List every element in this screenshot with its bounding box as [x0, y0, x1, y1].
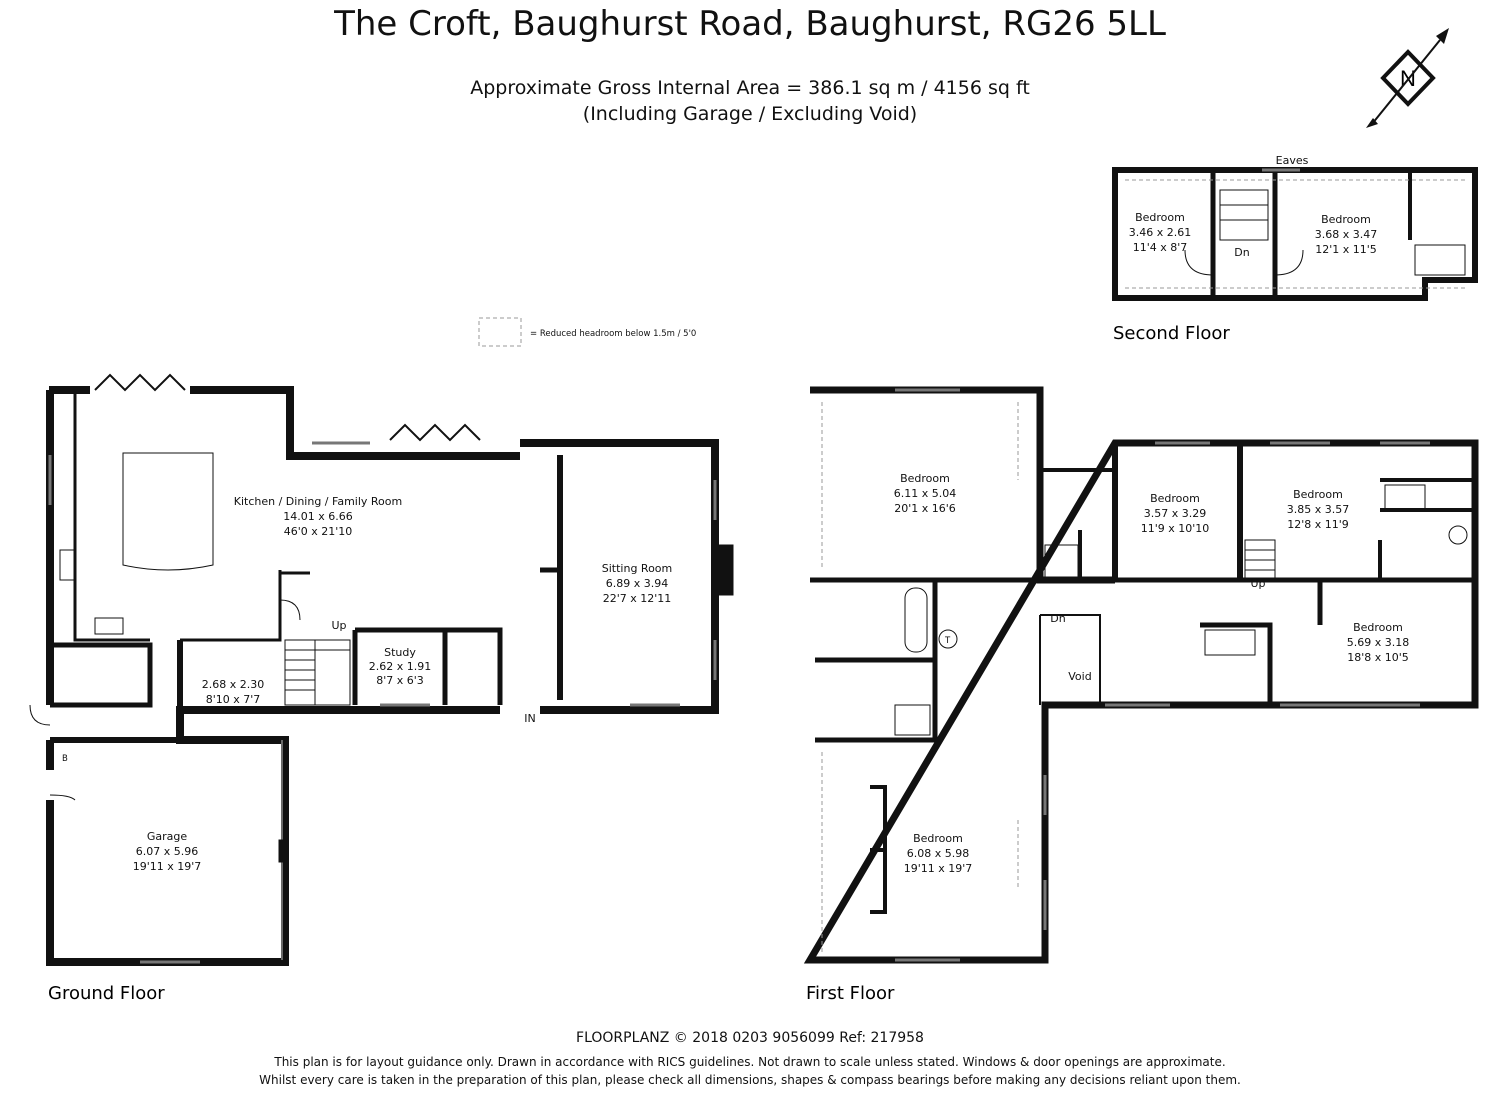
- second-floor-label: Second Floor: [1113, 323, 1230, 344]
- disclaimer-line-1: This plan is for layout guidance only. D…: [274, 1055, 1226, 1069]
- headroom-legend: = Reduced headroom below 1.5m / 5'0: [478, 317, 696, 347]
- sitting-metric: 6.89 x 3.94: [606, 577, 669, 590]
- bed3-metric: 3.85 x 3.57: [1287, 503, 1350, 516]
- stairs-down-first: Dn: [1050, 612, 1065, 625]
- boiler-label: B: [62, 754, 68, 764]
- sitting-name: Sitting Room: [602, 562, 673, 575]
- study-name: Study: [384, 646, 416, 659]
- first-floor-plan: [803, 386, 1479, 964]
- bed7-name: Bedroom: [1321, 213, 1371, 226]
- ground-floor-label: Ground Floor: [48, 983, 165, 1004]
- study-metric: 2.62 x 1.91: [369, 660, 432, 673]
- bed5-imperial: 19'11 x 19'7: [904, 862, 973, 875]
- stairs-down-second: Dn: [1234, 246, 1249, 259]
- second-floor-plan: [1112, 167, 1478, 301]
- tank-label: T: [944, 636, 951, 646]
- bed7-metric: 3.68 x 3.47: [1315, 228, 1378, 241]
- bed3-imperial: 12'8 x 11'9: [1287, 518, 1349, 531]
- bed5-name: Bedroom: [913, 832, 963, 845]
- bed2-imperial: 11'9 x 10'10: [1141, 522, 1210, 535]
- page-title: The Croft, Baughurst Road, Baughurst, RG…: [334, 4, 1166, 44]
- kitchen-imperial: 46'0 x 21'10: [284, 525, 353, 538]
- ground-floor-plan: [29, 373, 734, 966]
- bed1-name: Bedroom: [900, 472, 950, 485]
- legend-text: = Reduced headroom below 1.5m / 5'0: [530, 329, 696, 339]
- bed1-metric: 6.11 x 5.04: [894, 487, 957, 500]
- kitchen-metric: 14.01 x 6.66: [283, 510, 353, 523]
- stairs-up-first: Up: [1250, 577, 1265, 590]
- garage-imperial: 19'11 x 19'7: [133, 860, 202, 873]
- garage-name: Garage: [147, 830, 188, 843]
- bed4-imperial: 18'8 x 10'5: [1347, 651, 1409, 664]
- bed6-name: Bedroom: [1135, 211, 1185, 224]
- kitchen-name: Kitchen / Dining / Family Room: [234, 495, 402, 508]
- bed6-metric: 3.46 x 2.61: [1129, 226, 1192, 239]
- utility-metric: 2.68 x 2.30: [202, 678, 265, 691]
- bed6-imperial: 11'4 x 8'7: [1133, 241, 1188, 254]
- gross-area-text: Approximate Gross Internal Area = 386.1 …: [470, 77, 1030, 99]
- void-label: Void: [1068, 670, 1091, 683]
- bed4-name: Bedroom: [1353, 621, 1403, 634]
- bed4-metric: 5.69 x 3.18: [1347, 636, 1410, 649]
- bed5-metric: 6.08 x 5.98: [907, 847, 970, 860]
- bed2-name: Bedroom: [1150, 492, 1200, 505]
- gross-area-note: (Including Garage / Excluding Void): [582, 103, 918, 125]
- garage-metric: 6.07 x 5.96: [136, 845, 199, 858]
- company-footer: FLOORPLANZ © 2018 0203 9056099 Ref: 2179…: [576, 1030, 924, 1046]
- bed2-metric: 3.57 x 3.29: [1144, 507, 1207, 520]
- first-floor-label: First Floor: [806, 983, 895, 1004]
- eaves-label: Eaves: [1276, 154, 1309, 167]
- entrance-label: IN: [524, 712, 535, 725]
- disclaimer-line-2: Whilst every care is taken in the prepar…: [259, 1073, 1241, 1087]
- sitting-imperial: 22'7 x 12'11: [603, 592, 672, 605]
- study-imperial: 8'7 x 6'3: [376, 674, 424, 687]
- bed1-imperial: 20'1 x 16'6: [894, 502, 956, 515]
- north-compass-icon: N: [1366, 28, 1449, 128]
- stairs-up-ground: Up: [331, 619, 346, 632]
- bed3-name: Bedroom: [1293, 488, 1343, 501]
- room-labels: Kitchen / Dining / Family Room 14.01 x 6…: [62, 154, 1409, 875]
- bed7-imperial: 12'1 x 11'5: [1315, 243, 1377, 256]
- utility-imperial: 8'10 x 7'7: [206, 693, 261, 706]
